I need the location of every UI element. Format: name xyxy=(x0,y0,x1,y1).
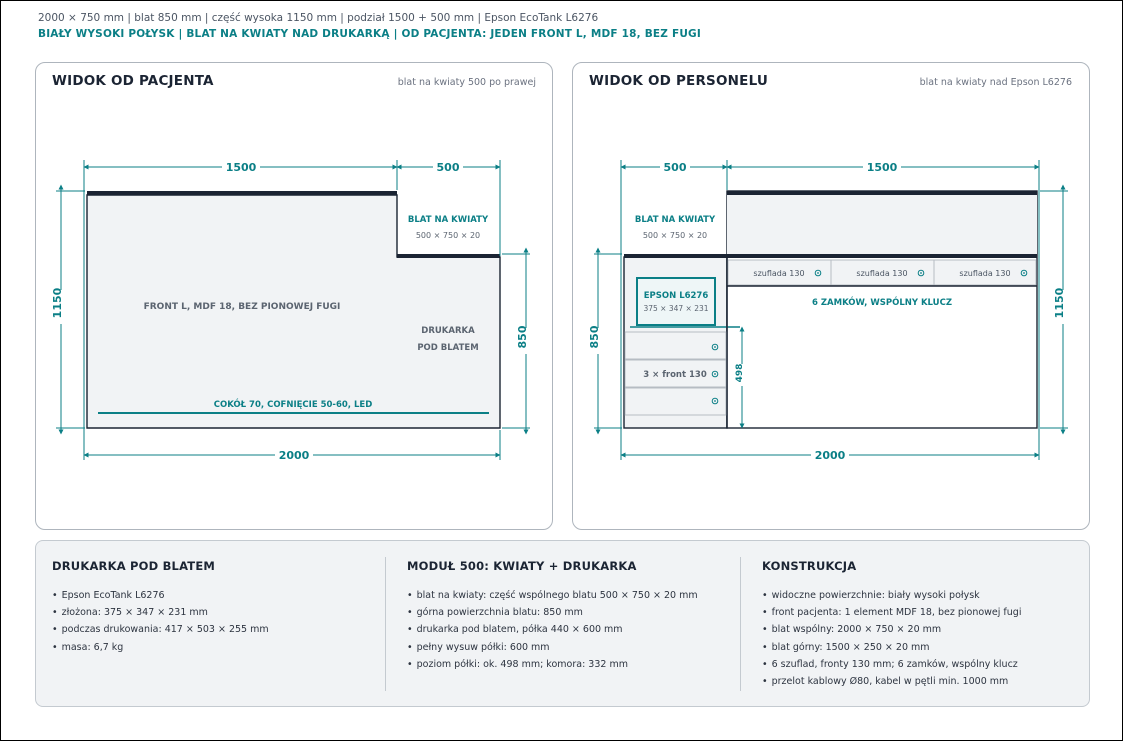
list-item: masa: 6,7 kg xyxy=(52,639,382,656)
module-spec-list: blat na kwiaty: część wspólnego blatu 50… xyxy=(407,587,737,673)
lock-icon xyxy=(917,269,925,277)
patient-printer-label-2: POD BLATEM xyxy=(417,343,478,353)
staff-shelf-size: 500 × 750 × 20 xyxy=(643,231,707,240)
construction-list: widoczne powierzchnie: biały wysoki poły… xyxy=(762,587,1082,690)
printer-size: 375 × 347 × 231 xyxy=(643,304,708,313)
staff-view-note: blat na kwiaty nad Epson L6276 xyxy=(919,77,1072,88)
list-item: złożona: 375 × 347 × 231 mm xyxy=(52,604,382,621)
lock-icon xyxy=(711,370,719,378)
patient-front-elevation xyxy=(86,191,501,429)
patient-dim-2000: 2000 xyxy=(279,449,310,462)
spec-info-panel: DRUKARKA POD BLATEM Epson EcoTank L6276 … xyxy=(35,540,1090,707)
drawer-2 xyxy=(830,259,935,286)
patient-dim-1150: 1150 xyxy=(51,287,64,318)
list-item: górna powierzchnia blatu: 850 mm xyxy=(407,604,737,621)
patient-printer-label-1: DRUKARKA xyxy=(421,326,475,336)
patient-dim-500: 500 xyxy=(437,161,460,174)
fronts-label: 3 × front 130 xyxy=(643,370,707,380)
staff-dim-1500: 1500 xyxy=(867,161,898,174)
left-drawer-1 xyxy=(624,331,727,360)
lock-icon xyxy=(711,343,719,351)
list-item: blat górny: 1500 × 250 × 20 mm xyxy=(762,639,1082,656)
spec-summary: 2000 × 750 mm | blat 850 mm | część wyso… xyxy=(38,12,599,24)
construction-column: KONSTRUKCJA widoczne powierzchnie: biały… xyxy=(762,559,1082,690)
list-item: Epson EcoTank L6276 xyxy=(52,587,382,604)
printer-label: EPSON L6276 xyxy=(644,291,709,301)
construction-title: KONSTRUKCJA xyxy=(762,559,857,573)
patient-view-note: blat na kwiaty 500 po prawej xyxy=(397,77,536,88)
left-drawer-3 xyxy=(624,387,727,416)
list-item: blat wspólny: 2000 × 750 × 20 mm xyxy=(762,621,1082,638)
lock-icon xyxy=(1020,269,1028,277)
list-item: widoczne powierzchnie: biały wysoki poły… xyxy=(762,587,1082,604)
list-item: przelot kablowy Ø80, kabel w pętli min. … xyxy=(762,673,1082,690)
staff-view-title: WIDOK OD PERSONELU xyxy=(589,73,769,89)
module-spec-column: MODUŁ 500: KWIATY + DRUKARKA blat na kwi… xyxy=(407,559,737,673)
lock-icon xyxy=(814,269,822,277)
list-item: drukarka pod blatem, półka 440 × 600 mm xyxy=(407,621,737,638)
list-item: 6 szuflad, fronty 130 mm; 6 zamków, wspó… xyxy=(762,656,1082,673)
printer-spec-title: DRUKARKA POD BLATEM xyxy=(52,559,216,573)
column-divider xyxy=(740,557,741,691)
list-item: podczas drukowania: 417 × 503 × 255 mm xyxy=(52,621,382,638)
module-spec-title: MODUŁ 500: KWIATY + DRUKARKA xyxy=(407,559,637,573)
staff-dim-2000: 2000 xyxy=(815,449,846,462)
drawer-label-1: szuflada 130 xyxy=(753,269,804,278)
left-drawer-2 xyxy=(624,359,727,388)
patient-view-title: WIDOK OD PACJENTA xyxy=(52,73,214,89)
staff-dim-500: 500 xyxy=(664,161,687,174)
drawer-label-3: szuflada 130 xyxy=(959,269,1010,278)
plinth-label: COKÓŁ 70, COFNIĘCIE 50-60, LED xyxy=(214,398,373,410)
printer-spec-list: Epson EcoTank L6276 złożona: 375 × 347 ×… xyxy=(52,587,382,656)
patient-dim-1500: 1500 xyxy=(226,161,257,174)
patient-shelf-size: 500 × 750 × 20 xyxy=(416,231,480,240)
column-divider xyxy=(385,557,386,691)
staff-dim-498: 498 xyxy=(735,364,745,383)
locks-label: 6 ZAMKÓW, WSPÓLNY KLUCZ xyxy=(812,296,952,308)
lock-icon xyxy=(711,397,719,405)
list-item: pełny wysuw półki: 600 mm xyxy=(407,639,737,656)
drawer-1 xyxy=(727,259,832,286)
list-item: front pacjenta: 1 element MDF 18, bez pi… xyxy=(762,604,1082,621)
staff-dim-850: 850 xyxy=(588,325,601,348)
list-item: blat na kwiaty: część wspólnego blatu 50… xyxy=(407,587,737,604)
staff-dim-1150: 1150 xyxy=(1053,287,1066,318)
patient-shelf-label: BLAT NA KWIATY xyxy=(408,215,489,225)
patient-front-label: FRONT L, MDF 18, BEZ PIONOWEJ FUGI xyxy=(144,302,341,312)
patient-dim-850: 850 xyxy=(516,325,529,348)
list-item: poziom półki: ok. 498 mm; komora: 332 mm xyxy=(407,656,737,673)
drawer-label-2: szuflada 130 xyxy=(856,269,907,278)
printer-spec-column: DRUKARKA POD BLATEM Epson EcoTank L6276 … xyxy=(52,559,382,656)
printer-box xyxy=(636,277,716,326)
staff-elevation xyxy=(623,190,1038,429)
spec-highlights: BIAŁY WYSOKI POŁYSK | BLAT NA KWIATY NAD… xyxy=(38,28,701,40)
staff-shelf-label: BLAT NA KWIATY xyxy=(635,215,716,225)
drawer-3 xyxy=(933,259,1037,286)
